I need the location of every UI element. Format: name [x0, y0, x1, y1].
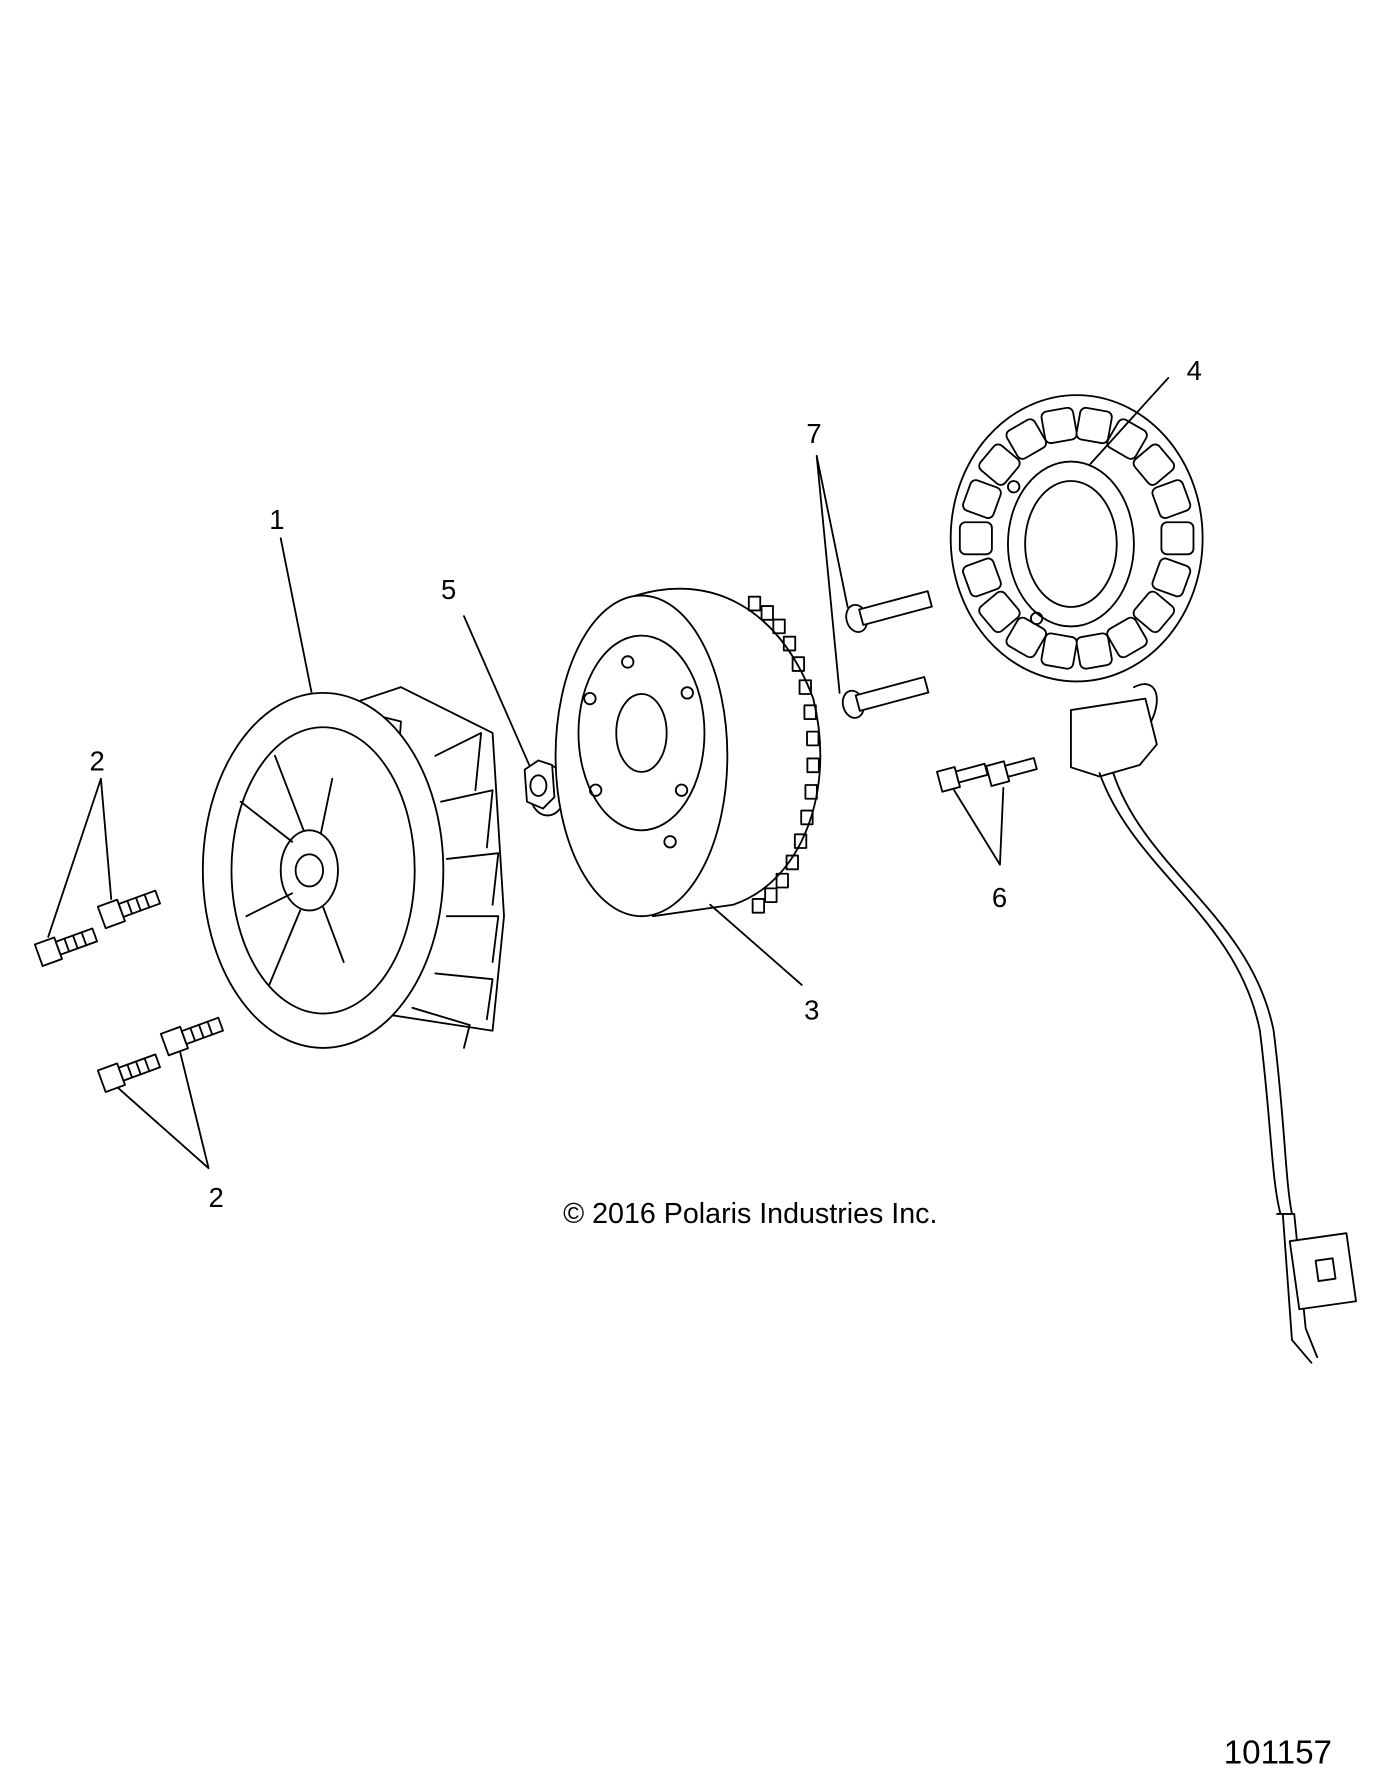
nut-part-5 — [523, 759, 567, 817]
stator-part-4 — [949, 394, 1357, 1364]
rotor-magnet-slot — [806, 757, 820, 774]
stator-coil — [1151, 479, 1192, 519]
copyright-notice: © 2016 Polaris Industries Inc. — [563, 1198, 937, 1230]
rotor-magnet-slot — [798, 679, 812, 695]
rotor-magnet-slot — [785, 854, 799, 871]
stator-coil — [962, 557, 1002, 598]
leader-lines — [47, 377, 1170, 1170]
stator-coil — [1132, 443, 1176, 486]
rotor-magnet-slot — [791, 656, 805, 672]
stator-coil — [1005, 418, 1047, 460]
rotor-magnet-slot — [747, 595, 762, 612]
stator-coil — [1075, 406, 1113, 445]
stator-coil — [1040, 632, 1078, 670]
stator-coil — [978, 590, 1021, 634]
rotor-part-3 — [554, 587, 822, 918]
stator-coil — [1106, 418, 1148, 460]
callout-4: 4 — [1187, 355, 1202, 386]
callout-5: 5 — [441, 574, 456, 605]
rotor-magnet-slot — [803, 704, 817, 720]
stator-coil — [1132, 590, 1176, 634]
rotor-magnet-slot — [764, 887, 778, 904]
callout-1: 1 — [269, 504, 284, 535]
screws-part-7 — [841, 590, 933, 719]
callout-6: 6 — [992, 882, 1007, 913]
bolts-part-2 — [33, 889, 224, 1093]
rotor-magnet-slot — [793, 833, 808, 849]
stator-coil — [1160, 521, 1195, 556]
callout-2b: 2 — [209, 1182, 224, 1213]
rotor-magnet-slot — [772, 618, 786, 635]
rotor-magnet-slot — [751, 898, 766, 914]
callout-7: 7 — [806, 418, 821, 449]
stator-coil — [1075, 632, 1113, 670]
stator-coil — [962, 479, 1002, 519]
flywheel-fan-part-1 — [201, 686, 505, 1049]
stator-coil — [1040, 406, 1078, 445]
rotor-magnet-slot — [760, 605, 774, 621]
bolts-part-6 — [936, 757, 1038, 793]
rotor-magnet-slot — [782, 635, 797, 652]
stator-coil — [978, 443, 1021, 486]
rotor-magnet-slot — [806, 730, 820, 747]
rotor-magnet-slot — [804, 784, 818, 800]
callout-2a: 2 — [89, 746, 104, 777]
stator-coil — [1106, 616, 1148, 659]
figure-number: 101157 — [1224, 1735, 1332, 1772]
stator-coil — [958, 521, 993, 556]
stator-coil — [1151, 557, 1192, 598]
rotor-magnet-slot — [775, 872, 789, 889]
rotor-magnet-slot — [800, 809, 814, 826]
callout-3: 3 — [804, 994, 819, 1025]
